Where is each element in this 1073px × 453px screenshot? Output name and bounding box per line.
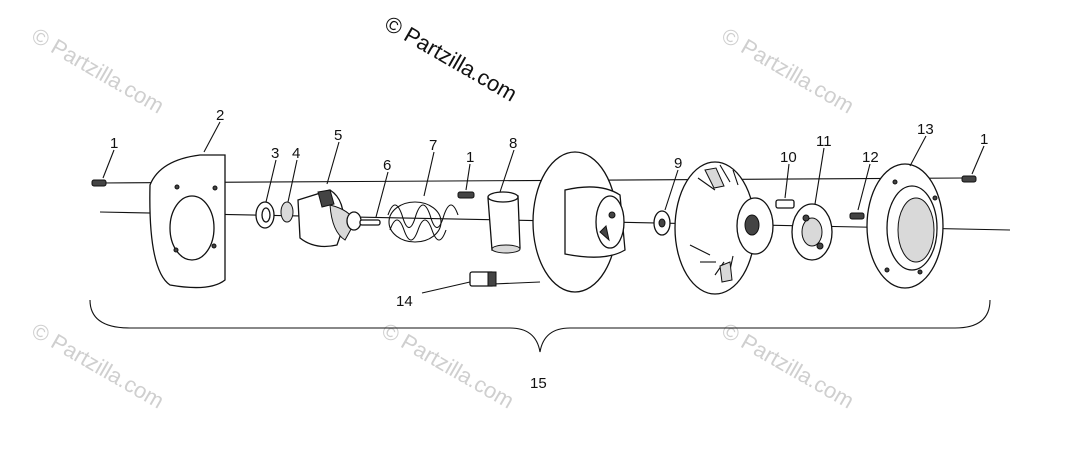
pin-part-6 — [359, 219, 381, 226]
callout-2: 2 — [216, 107, 224, 124]
callout-4: 4 — [292, 145, 300, 162]
cam-plate-part-11 — [791, 203, 833, 261]
spring-part-7 — [387, 201, 459, 243]
callout-3: 3 — [271, 145, 279, 162]
cover-part-13 — [866, 163, 944, 289]
sheave-fixed — [674, 161, 774, 295]
bolt-part-1-middle — [457, 191, 475, 199]
callout-1: 1 — [980, 131, 988, 148]
leader-lines — [102, 121, 985, 294]
sleeve-part-8 — [487, 191, 521, 254]
screw-part-12 — [849, 212, 865, 220]
callout-12: 12 — [862, 149, 879, 166]
callout-1: 1 — [466, 149, 474, 166]
watermark-faded: © Partzilla.com — [28, 23, 169, 119]
cover-plate-part-2 — [149, 154, 226, 289]
assembly-bracket — [89, 299, 991, 353]
watermark-faded: © Partzilla.com — [28, 318, 169, 414]
callout-14: 14 — [396, 293, 413, 310]
callout-7: 7 — [429, 137, 437, 154]
callout-10: 10 — [780, 149, 797, 166]
callout-9: 9 — [674, 155, 682, 172]
callout-13: 13 — [917, 121, 934, 138]
bolt-part-1-right — [961, 175, 977, 183]
callout-6: 6 — [383, 157, 391, 174]
watermark-faded: © Partzilla.com — [378, 318, 519, 414]
watermark-main: © Partzilla.com — [381, 11, 522, 107]
pin-part-10 — [775, 199, 795, 209]
washer-part-9 — [653, 210, 671, 236]
callout-8: 8 — [509, 135, 517, 152]
callout-15: 15 — [530, 375, 547, 392]
watermark-faded: © Partzilla.com — [718, 318, 859, 414]
washer-part-4 — [280, 201, 294, 223]
callout-5: 5 — [334, 127, 342, 144]
cam-part-5 — [297, 189, 362, 248]
watermark-faded: © Partzilla.com — [718, 23, 859, 119]
sheave-movable — [469, 151, 626, 293]
callout-11: 11 — [816, 133, 832, 150]
callout-1: 1 — [110, 135, 118, 152]
snap-ring-part-3 — [255, 201, 275, 229]
bolt-part-1-left — [91, 179, 107, 187]
callout-labels: 1 2 3 4 5 6 7 1 8 9 10 11 12 13 1 14 15 — [110, 107, 988, 392]
